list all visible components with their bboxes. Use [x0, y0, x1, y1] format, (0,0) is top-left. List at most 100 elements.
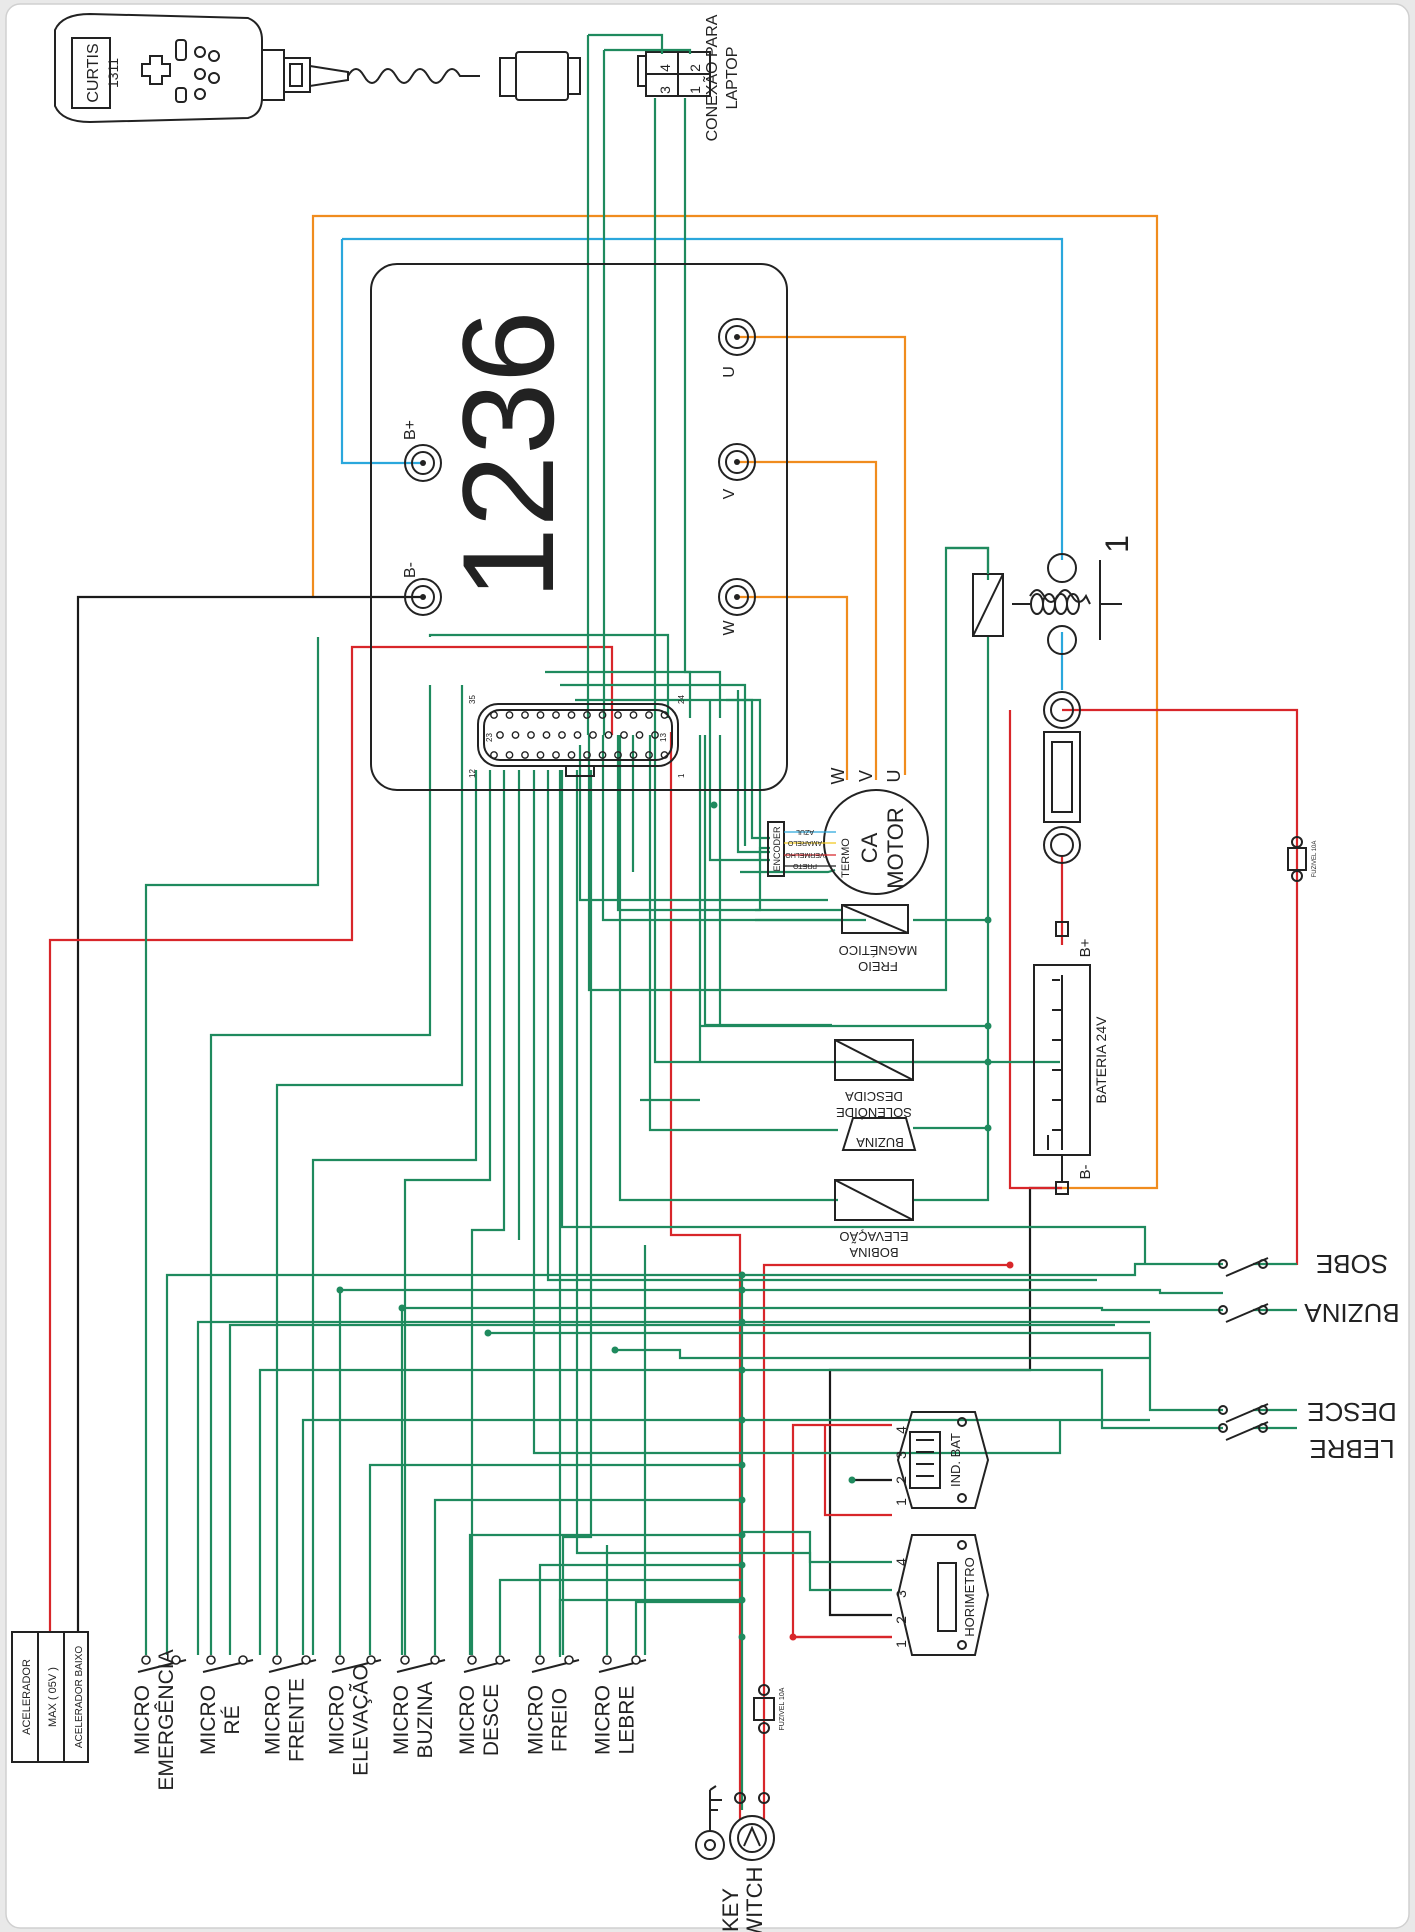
motor-label-line1: CA: [857, 832, 882, 863]
motor-phase-u: U: [884, 770, 904, 783]
terminal-u: U: [718, 318, 756, 378]
connector-pin: [527, 731, 535, 739]
accel-row-3: ACELERADOR BAIXO: [74, 1646, 85, 1748]
motor-label-line2: MOTOR: [883, 807, 908, 888]
connector-pin: [598, 711, 607, 719]
bobina-line1: BOBINA: [849, 1245, 898, 1260]
key-switch-line1: KEY: [718, 1888, 743, 1932]
ind-bat-label: IND. BAT: [948, 1433, 963, 1487]
laptop-pin: 3: [657, 86, 673, 94]
ind-bat: IND. BAT 4 3 2 1: [893, 1411, 990, 1509]
junction-dots: [336, 801, 1014, 1641]
micro-label-line2: ELEVAÇÃO: [349, 1664, 373, 1776]
buzina-label: BUZINA: [856, 1135, 904, 1150]
switch-label-desce: DESCE: [1307, 1397, 1397, 1427]
programmer-number: 1311: [105, 58, 121, 88]
connector-pin: [536, 711, 545, 719]
micro-label-line1: MICRO: [131, 1685, 154, 1755]
pin-label-35: 35: [468, 695, 477, 704]
key-fuse-label: FUZIVEL 10A: [779, 1687, 786, 1730]
terminal-w: W: [718, 578, 756, 636]
micro-label-line2: FRENTE: [286, 1678, 309, 1762]
micro-label-line1: MICRO: [456, 1685, 479, 1755]
connector-pin: [496, 731, 504, 739]
motor-termo: TERMO: [840, 838, 852, 878]
battery-plus: B+: [1077, 938, 1094, 957]
connector-pin: [604, 731, 613, 739]
connector-pin: [589, 731, 597, 739]
pin-label-1: 1: [677, 773, 686, 778]
motor-phase-w: W: [828, 768, 848, 785]
connector-pin: [505, 751, 514, 759]
laptop-label-line2: LAPTOP: [724, 47, 741, 110]
micro-label-line1: MICRO: [197, 1685, 220, 1755]
freio-line1: FREIO: [858, 959, 898, 974]
motor-phase-v: V: [856, 770, 876, 782]
accel-row-2: MAX ( 05V ): [47, 1667, 59, 1727]
connector-pin: [490, 751, 498, 759]
ind-bat-pin: 3: [893, 1451, 909, 1459]
horimetro-pin: 2: [893, 1616, 909, 1624]
laptop-pin: 4: [657, 64, 673, 72]
encoder-wire-azul: AZUL: [796, 828, 814, 835]
freio-line2: MAGNÉTICO: [839, 943, 918, 958]
motor-encoder: ENCODER: [772, 826, 782, 872]
horn-buzina: BUZINA: [841, 1117, 917, 1151]
connector-pin: [490, 711, 498, 719]
connector-pin: [660, 751, 669, 759]
laptop-label-line1: CONEXÃO PARA: [701, 14, 721, 141]
switch-buzina: BUZINA: [1218, 1298, 1400, 1328]
pin-label-24: 24: [677, 695, 686, 704]
connector-pin: [645, 751, 653, 759]
connector-pin: [511, 731, 520, 739]
terminal-bplus: B+: [402, 420, 442, 482]
terminal-w-label: W: [721, 620, 738, 636]
connector-pin: [567, 711, 576, 719]
switch-lebre: LEBRE: [1218, 1421, 1395, 1464]
connector-pin: [542, 731, 551, 739]
encoder-wire-amarelo: AMARELO: [787, 839, 822, 846]
terminal-v-label: V: [721, 488, 738, 499]
micro-label-line2: DESCE: [480, 1684, 503, 1756]
fuse-right: FUZIVEL 10A: [1287, 836, 1318, 882]
laptop-pin: 1: [687, 86, 703, 94]
connector-pin: [635, 731, 644, 739]
micro-label-line2: FREIO: [549, 1688, 572, 1752]
controller-1236: 1236 B- B+ U V W: [370, 263, 788, 791]
connector-pin: [583, 751, 591, 759]
battery-label: BATERIA 24V: [1093, 1016, 1109, 1104]
programmer-model: CURTIS: [85, 43, 102, 102]
connector-pin: [629, 751, 638, 759]
terminal-bminus: B-: [402, 562, 442, 616]
connector-pin: [645, 711, 653, 719]
ind-bat-pin: 4: [893, 1426, 909, 1434]
micro-label-line1: MICRO: [390, 1685, 413, 1755]
connector-pin: [583, 711, 591, 719]
fuse-right-label: FUZIVEL 10A: [1312, 841, 1318, 878]
horimetro-pin: 4: [893, 1558, 909, 1566]
horimetro: HORIMETRO 4 3 2 1: [893, 1534, 990, 1656]
connector-pin: [614, 751, 622, 759]
key-icon: [695, 1785, 725, 1860]
micro-label-line2: BUZINA: [414, 1681, 437, 1758]
coil-bobina: BOBINA ELEVAÇÃO: [834, 1179, 914, 1260]
switch-desce: DESCE: [1218, 1397, 1397, 1427]
connector-pin: [552, 751, 560, 759]
encoder-wire-preto: PRETO: [792, 862, 817, 869]
terminal-v: V: [718, 443, 756, 499]
micro-label-line2: LEBRE: [616, 1686, 639, 1755]
laptop-connector: 4 3 2 1 CONEXÃO PARA LAPTOP: [637, 14, 741, 141]
micro-label-line2: EMERGÊNCIA: [155, 1649, 178, 1790]
contactor-number: 1: [1099, 535, 1135, 553]
ind-bat-pin: 2: [893, 1476, 909, 1484]
micro-label-line1: MICRO: [262, 1685, 285, 1755]
terminal-bplus-label: B+: [402, 420, 419, 440]
